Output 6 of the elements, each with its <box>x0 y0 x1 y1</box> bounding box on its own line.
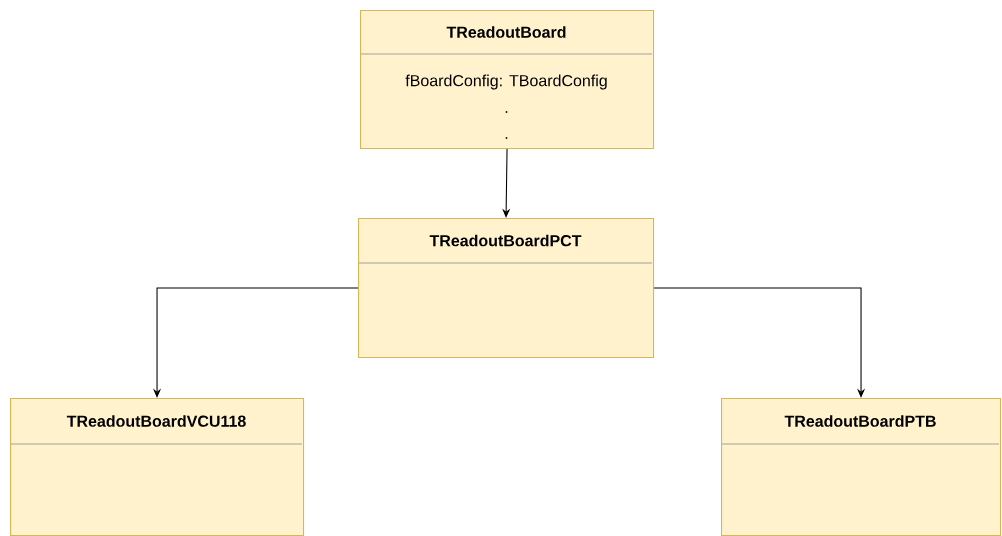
class-box: TReadoutBoardVCU118 <box>10 398 305 536</box>
class-box: TReadoutBoardPCT <box>358 218 655 359</box>
arrow <box>653 287 866 398</box>
class-box: TReadoutBoard fBoardConfig: TBoardConfig . . <box>360 10 655 150</box>
arrow <box>502 148 511 218</box>
class-box: TReadoutBoardPTB <box>721 398 1002 536</box>
